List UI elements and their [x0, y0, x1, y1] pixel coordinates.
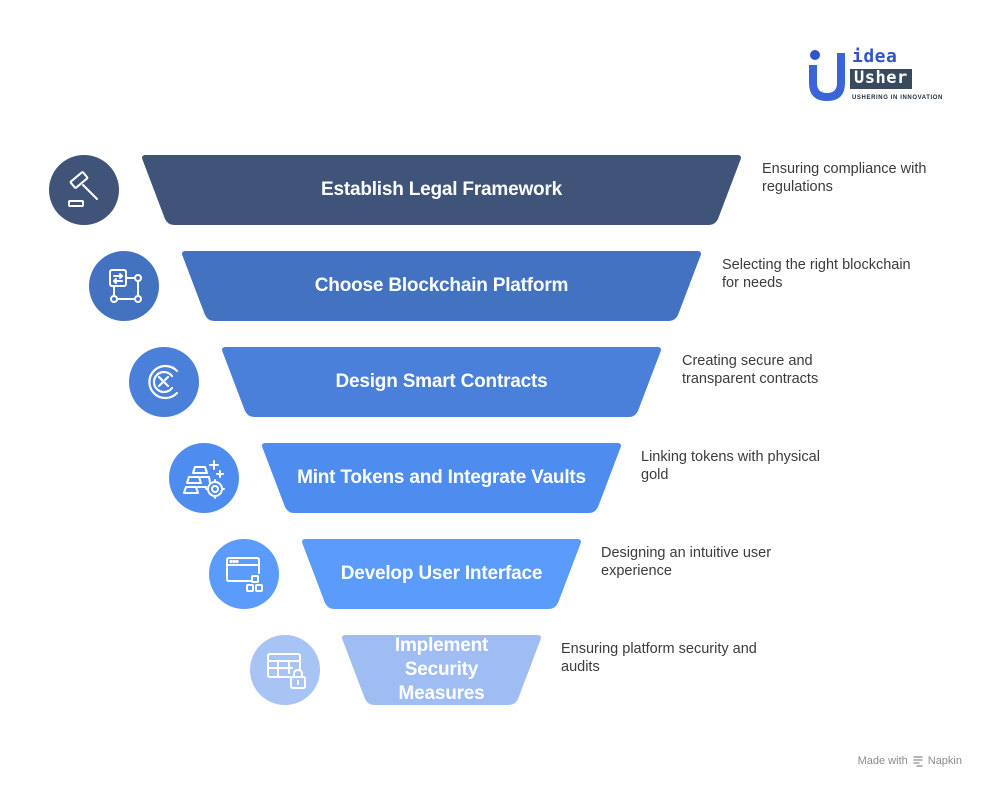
stage-6-description: Ensuring platform security and audits	[561, 641, 757, 675]
stage-2-icon-circle	[89, 251, 159, 321]
made-with-footer: Made with Napkin	[858, 755, 962, 767]
stage-5-label: Develop User Interface	[340, 563, 543, 584]
gavel-icon	[68, 171, 98, 207]
stage-5-icon-circle	[209, 539, 279, 609]
stage-4-band: Mint Tokens and Integrate Vaults	[260, 443, 623, 513]
stage-2-label: Choose Blockchain Platform	[314, 275, 569, 296]
logo-u-icon	[809, 50, 845, 101]
footer-brand: Napkin	[927, 755, 962, 767]
footer-text: Made with	[857, 755, 908, 767]
company-logo: idea Usher USHERING IN INNOVATION	[804, 45, 944, 105]
stage-3-label: Design Smart Contracts	[335, 371, 548, 392]
table-lock-icon	[267, 653, 306, 689]
stage-1-description: Ensuring compliance with regulations	[762, 161, 927, 195]
stage-6-label: Implement Security Measures	[394, 635, 489, 704]
stage-4-label: Mint Tokens and Integrate Vaults	[297, 467, 586, 488]
stage-3-icon-circle	[129, 347, 199, 417]
stage-1-band: Establish Legal Framework	[140, 155, 743, 225]
contract-x-icon	[148, 364, 179, 400]
stage-3-description: Creating secure and transparent contract…	[682, 353, 819, 387]
network-diagram-icon	[109, 269, 142, 303]
stage-1-icon-circle	[49, 155, 119, 225]
stage-3-band: Design Smart Contracts	[220, 347, 663, 417]
gold-bars-icon	[183, 460, 225, 499]
window-blocks-icon	[226, 557, 263, 592]
logo-tagline: USHERING IN INNOVATION	[852, 95, 943, 101]
logo-word-idea: idea	[852, 46, 898, 67]
stage-5-band: Develop User Interface	[300, 539, 583, 609]
stage-1-label: Establish Legal Framework	[320, 179, 563, 200]
stage-5-description: Designing an intuitive user experience	[601, 545, 772, 579]
logo-word-usher: Usher	[850, 69, 912, 89]
stage-2-description: Selecting the right blockchain for needs	[722, 257, 911, 291]
stage-4-description: Linking tokens with physical gold	[641, 449, 820, 483]
napkin-icon	[913, 756, 923, 767]
stage-4-icon-circle	[169, 443, 239, 513]
stage-6-icon-circle	[250, 635, 320, 705]
stage-6-band: Implement Security Measures	[340, 635, 543, 705]
stage-2-band: Choose Blockchain Platform	[180, 251, 703, 321]
